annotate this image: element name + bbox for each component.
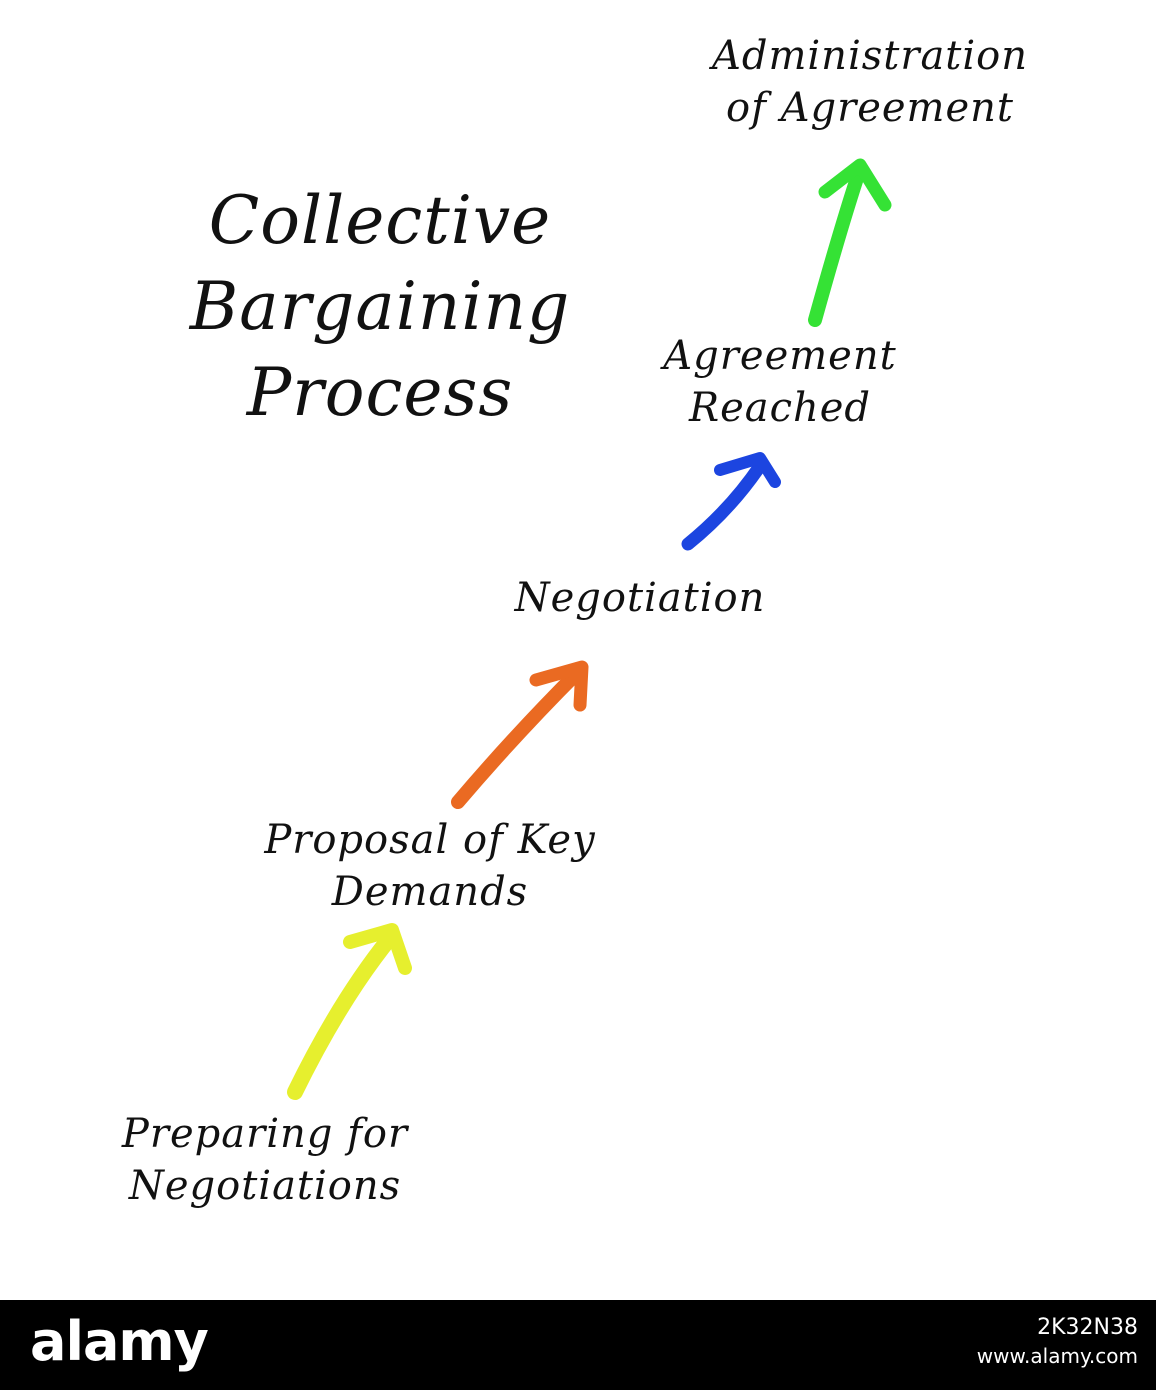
step-label-line: Demands xyxy=(331,869,529,915)
arrow-blue xyxy=(681,452,781,551)
arrow-green xyxy=(808,158,892,327)
title-line-3: Process xyxy=(246,354,514,431)
step-label-line: Administration xyxy=(711,33,1029,79)
step-label-line: Reached xyxy=(688,385,872,431)
watermark-bar: alamy 2K32N38 www.alamy.com xyxy=(0,1300,1156,1390)
step-label-line: of Agreement xyxy=(726,85,1014,131)
step-label-line: Preparing for xyxy=(121,1111,409,1157)
brand-logo: alamy xyxy=(30,1310,209,1373)
title-line-2: Bargaining xyxy=(189,268,571,345)
step-proposal-of-key-demands: Proposal of Key Demands xyxy=(220,814,640,918)
title-line-1: Collective xyxy=(208,182,552,259)
step-preparing-for-negotiations: Preparing for Negotiations xyxy=(80,1108,450,1212)
step-agreement-reached: Agreement Reached xyxy=(620,330,940,434)
diagram-title: Collective Bargaining Process xyxy=(110,178,650,436)
step-label-line: Agreement xyxy=(663,333,897,379)
step-negotiation: Negotiation xyxy=(470,572,810,624)
arrow-yellow xyxy=(287,923,412,1100)
step-label-line: Negotiations xyxy=(128,1163,402,1209)
diagram-canvas: Collective Bargaining Process Administra… xyxy=(80,30,1100,1212)
watermark-meta: 2K32N38 www.alamy.com xyxy=(977,1314,1138,1370)
step-label-line: Proposal of Key xyxy=(264,817,596,863)
site-url: www.alamy.com xyxy=(976,1344,1138,1368)
step-label-line: Negotiation xyxy=(514,575,766,621)
arrow-orange xyxy=(451,660,589,809)
step-administration-of-agreement: Administration of Agreement xyxy=(640,30,1100,134)
image-code: 2K32N38 xyxy=(1037,1315,1138,1340)
